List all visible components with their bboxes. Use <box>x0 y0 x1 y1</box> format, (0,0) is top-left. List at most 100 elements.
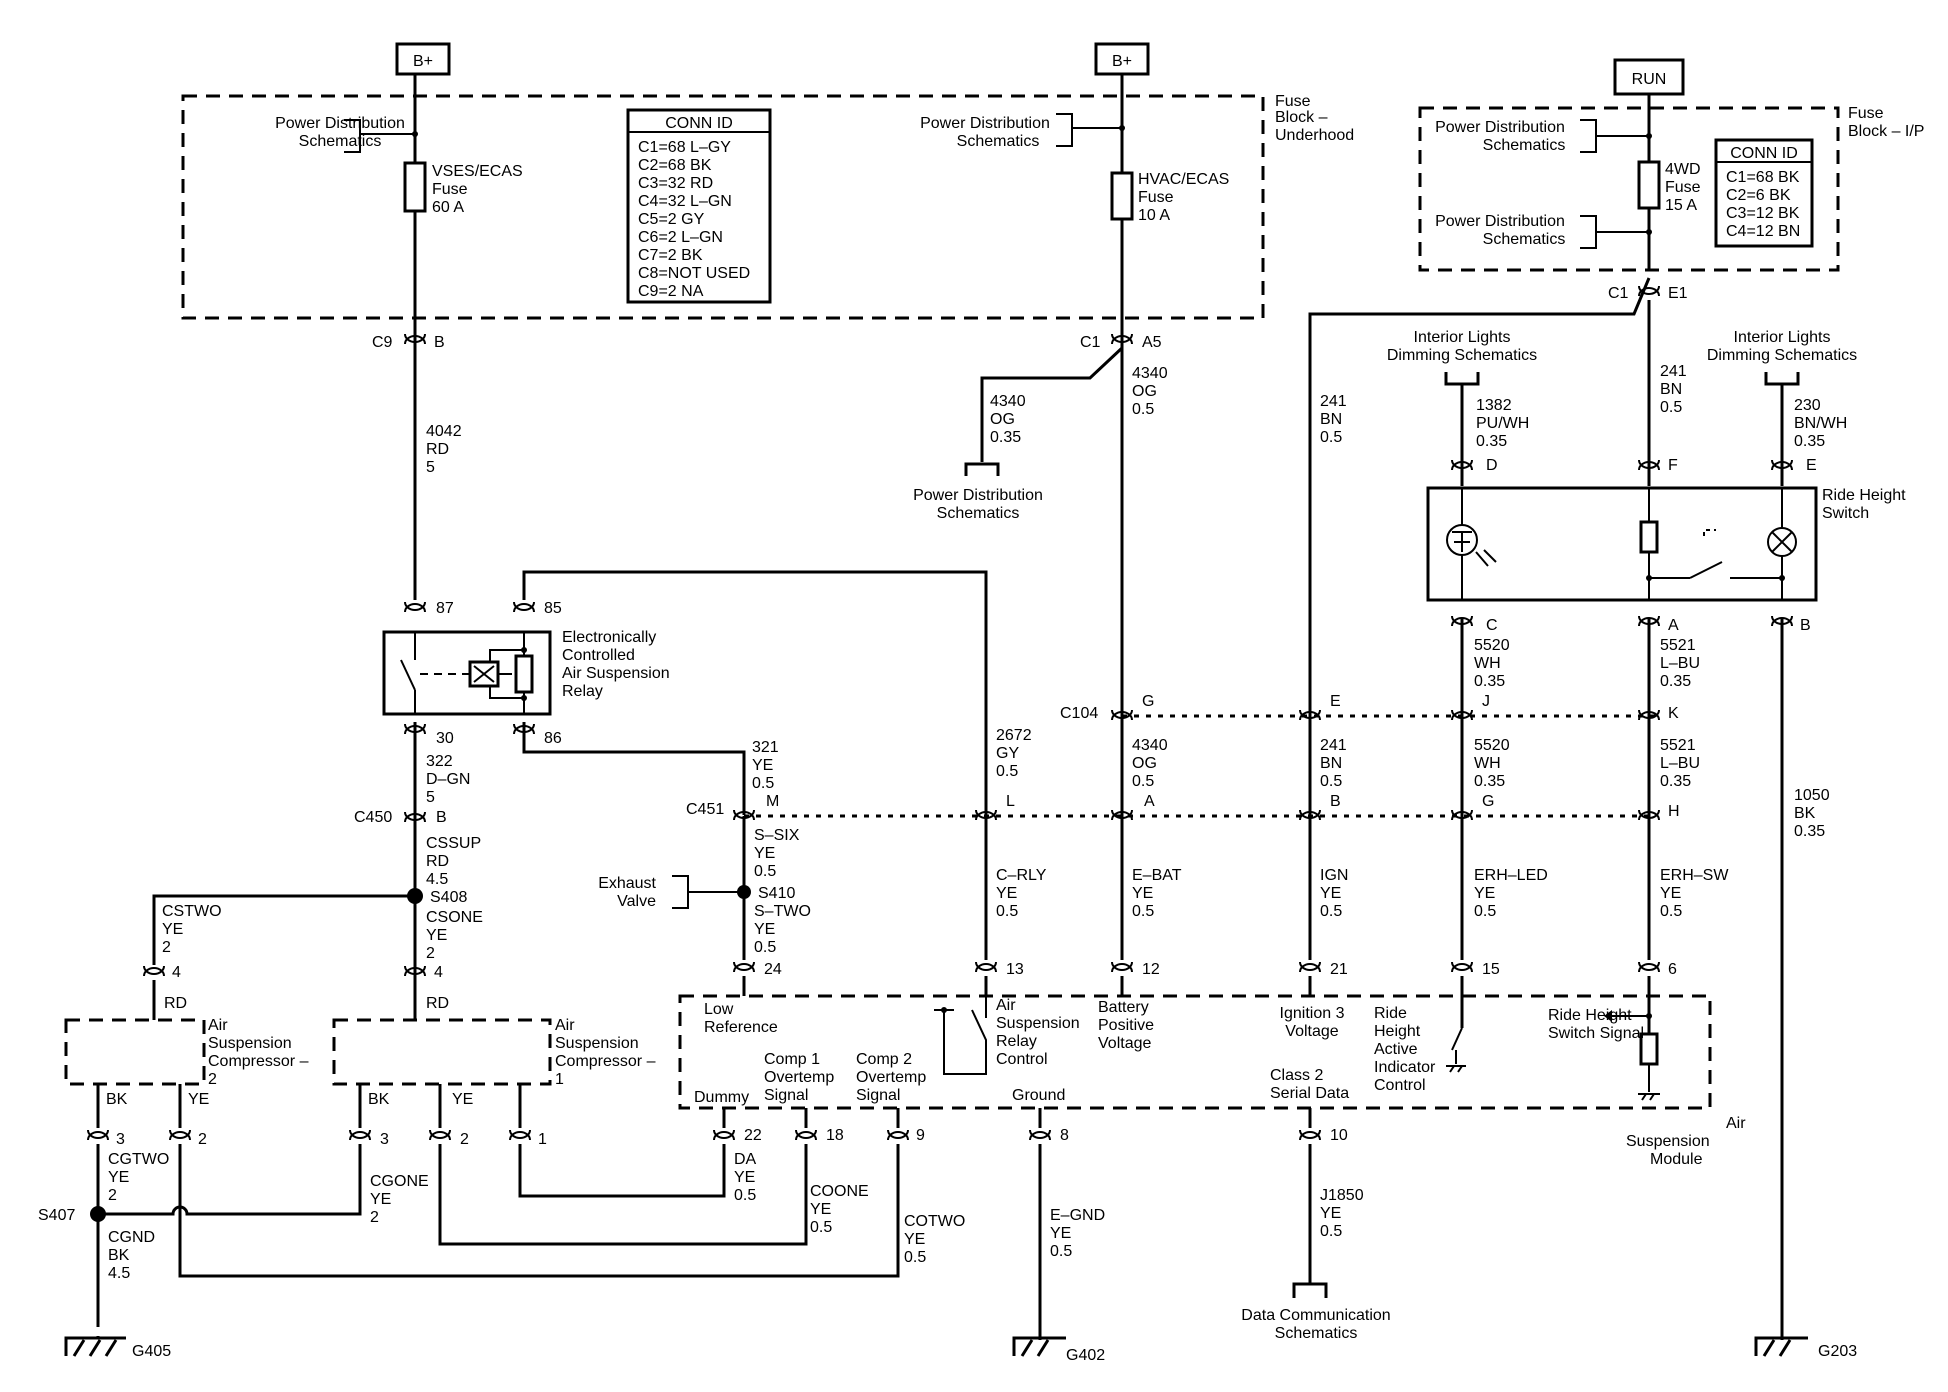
diagram-label: COTWO <box>904 1213 965 1230</box>
diagram-label: Ground <box>1012 1087 1065 1104</box>
diagram-label: C2=68 BK <box>638 157 712 174</box>
diagram-label: 1 <box>555 1071 564 1088</box>
diagram-label: Control <box>996 1051 1048 1068</box>
diagram-label: 0.35 <box>1474 673 1505 690</box>
diagram-label: C <box>1486 617 1498 634</box>
diagram-label: 0.35 <box>1660 673 1691 690</box>
diagram-label: A5 <box>1142 334 1162 351</box>
diagram-label: 4340 <box>1132 365 1168 382</box>
diagram-label: 0.35 <box>990 429 1021 446</box>
diagram-label: CONN ID <box>1730 145 1798 162</box>
diagram-label: DA <box>734 1151 757 1168</box>
diagram-label: 0.5 <box>754 939 776 956</box>
diagram-label: 2 <box>208 1071 217 1088</box>
diagram-label: C9=2 NA <box>638 283 704 300</box>
diagram-label: CGND <box>108 1229 155 1246</box>
diagram-label: C6=2 L–GN <box>638 229 723 246</box>
diagram-label: 6 <box>1668 961 1677 978</box>
diagram-label: L–BU <box>1660 755 1700 772</box>
diagram-label: OG <box>1132 755 1157 772</box>
diagram-label: Suspension <box>996 1015 1080 1032</box>
diagram-label: J1850 <box>1320 1187 1364 1204</box>
diagram-label: Ignition 3 <box>1280 1005 1345 1022</box>
diagram-label: Reference <box>704 1019 778 1036</box>
diagram-label: Voltage <box>1098 1035 1151 1052</box>
diagram-label: 3 <box>380 1131 389 1148</box>
diagram-label: YE <box>1050 1225 1071 1242</box>
module-bottom-wiring: DA YE 0.5 COONE YE 0.5 COTWO YE 0.5 E–GN… <box>734 1144 1391 1364</box>
diagram-label: 5520 <box>1474 737 1510 754</box>
diagram-label: 5521 <box>1660 637 1696 654</box>
diagram-label: Fuse <box>432 181 468 198</box>
diagram-label: BK <box>108 1247 130 1264</box>
diagram-label: 5 <box>426 459 435 476</box>
diagram-label: Dimming Schematics <box>1707 347 1857 364</box>
diagram-label: WH <box>1474 655 1501 672</box>
diagram-label: OG <box>990 411 1015 428</box>
diagram-label: 322 <box>426 753 453 770</box>
diagram-label: 0.35 <box>1794 823 1825 840</box>
vses-circuit: C9 B 4042 RD 5 87 <box>372 318 462 617</box>
diagram-label: 1050 <box>1794 787 1830 804</box>
diagram-label: 0.5 <box>996 903 1018 920</box>
air-suspension-module: Air Suspension Module Low Reference Air … <box>678 976 1746 1168</box>
diagram-label: 0.35 <box>1476 433 1507 450</box>
conn-id-table <box>626 108 772 304</box>
connector-c451: C451 L A B G H <box>686 793 1680 821</box>
diagram-label: 86 <box>544 730 562 747</box>
diagram-label: S407 <box>38 1207 75 1224</box>
diagram-label: YE <box>1320 1205 1341 1222</box>
diagram-label: S–TWO <box>754 903 811 920</box>
diagram-label: S410 <box>758 885 795 902</box>
diagram-label: Ride Height <box>1548 1007 1632 1024</box>
diagram-label: 2 <box>198 1131 207 1148</box>
diagram-label: 15 A <box>1665 197 1697 214</box>
diagram-label: Indicator <box>1374 1059 1436 1076</box>
diagram-label: Height <box>1374 1023 1421 1040</box>
diagram-label: 1 <box>538 1131 547 1148</box>
diagram-label: Signal <box>856 1087 900 1104</box>
diagram-label: L <box>1006 793 1015 810</box>
diagram-label: Dimming Schematics <box>1387 347 1537 364</box>
diagram-label: CSSUP <box>426 835 481 852</box>
diagram-label: GY <box>996 745 1019 762</box>
diagram-label: Power Distribution <box>1435 119 1565 136</box>
diagram-label: D <box>1486 457 1498 474</box>
diagram-label: 0.5 <box>1132 773 1154 790</box>
diagram-label: YE <box>108 1169 129 1186</box>
diagram-label: Suspension <box>208 1035 292 1052</box>
ignition-circuit: C1 E1 241 BN 0.5 241 BN 0.5 IGN YE 0.5 2… <box>1299 277 1688 978</box>
diagram-label: CSONE <box>426 909 483 926</box>
diagram-label: 5521 <box>1660 737 1696 754</box>
diagram-label: Ride <box>1374 1005 1407 1022</box>
diagram-label: 8 <box>1060 1127 1069 1144</box>
conn-id-table-ip <box>1714 138 1814 248</box>
diagram-label: HVAC/ECAS <box>1138 171 1229 188</box>
diagram-label: A <box>1144 793 1155 810</box>
diagram-label: Battery <box>1098 999 1149 1016</box>
diagram-label: Ride Height <box>1822 487 1906 504</box>
diagram-label: YE <box>426 927 447 944</box>
diagram-label: 0.5 <box>1474 903 1496 920</box>
diagram-label: Power Distribution <box>920 115 1050 132</box>
diagram-label: 0.5 <box>1320 773 1342 790</box>
diagram-label: 10 A <box>1138 207 1170 224</box>
diagram-label: C1 <box>1080 334 1101 351</box>
diagram-label: 60 A <box>432 199 464 216</box>
diagram-label: OG <box>1132 383 1157 400</box>
diagram-label: Fuse <box>1665 179 1701 196</box>
diagram-label: Class 2 <box>1270 1067 1323 1084</box>
diagram-label: YE <box>188 1091 209 1108</box>
diagram-label: Schematics <box>1275 1325 1358 1342</box>
diagram-label: Power Distribution <box>1435 213 1565 230</box>
diagram-label: 5520 <box>1474 637 1510 654</box>
diagram-label: C4=32 L–GN <box>638 193 732 210</box>
diagram-label: S408 <box>430 889 467 906</box>
diagram-label: H <box>1668 803 1680 820</box>
diagram-label: 0.35 <box>1660 773 1691 790</box>
diagram-label: B <box>1800 617 1811 634</box>
fuse-block-ip: Fuse Block – I/P Power Distribution Sche… <box>1418 105 1924 272</box>
diagram-label: Low <box>704 1001 734 1018</box>
diagram-label: 4340 <box>1132 737 1168 754</box>
diagram-label: Switch <box>1822 505 1869 522</box>
